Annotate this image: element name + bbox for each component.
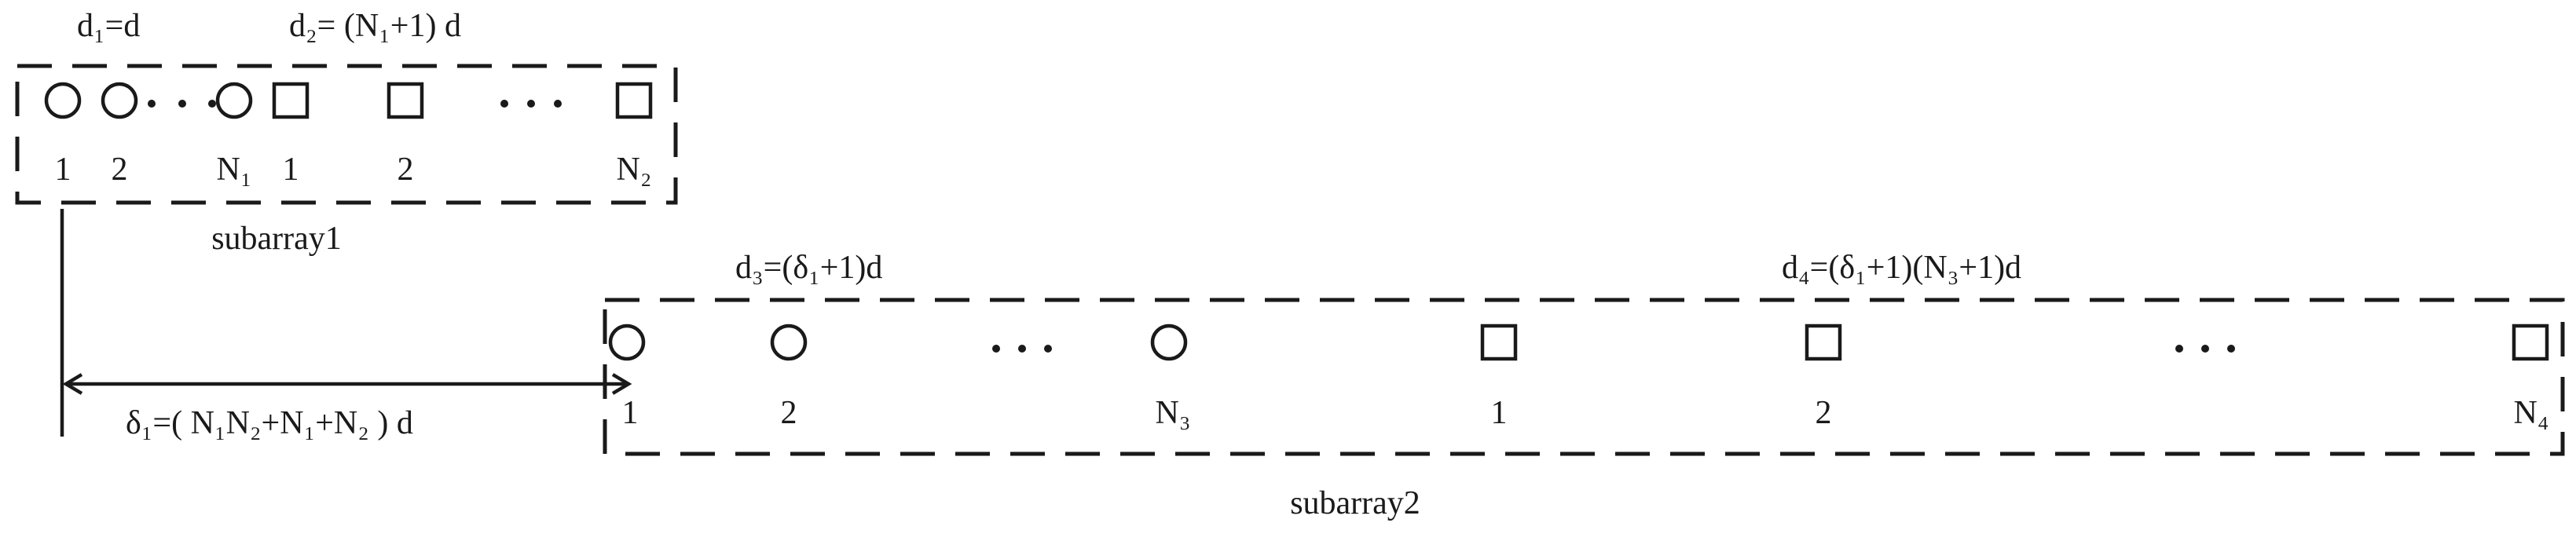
ellipsis-dot xyxy=(178,100,186,108)
circle-element-icon xyxy=(608,324,646,361)
ellipsis-dot xyxy=(500,100,508,108)
subarray1-square-label: N₂ xyxy=(617,152,652,188)
subarray1-circle-label: N₁ xyxy=(217,152,252,188)
ellipsis-dot xyxy=(148,100,156,108)
ellipsis-dot xyxy=(527,100,535,108)
circle-element-icon xyxy=(44,82,82,119)
delta1-label: δ₁=( N₁N₂+N₁+N₂ ) d xyxy=(126,405,413,441)
circle-element-icon xyxy=(1150,324,1188,361)
square-element-icon xyxy=(2512,324,2549,361)
ellipsis-dot xyxy=(1044,345,1052,353)
ellipsis-dot xyxy=(208,100,216,108)
subarray2-dashed-box xyxy=(603,298,2565,456)
ellipsis-dot xyxy=(2201,345,2209,353)
subarray1-square-label: 1 xyxy=(283,152,299,188)
subarray2-square-label: 1 xyxy=(1491,395,1508,431)
subarray2-square-label: N₄ xyxy=(2514,395,2549,431)
square-element-icon xyxy=(1805,324,1842,361)
offset-arrow-left-head xyxy=(62,373,83,395)
subarray1-circle-label: 1 xyxy=(55,152,71,188)
subarray1-group: 1 2 N₁ 1 2 N₂ d₁=d d₂= (N₁+1) d subarray… xyxy=(15,8,678,257)
offset-indicator: δ₁=( N₁N₂+N₁+N₂ ) d xyxy=(60,209,632,441)
circle-element-icon xyxy=(770,324,808,361)
subarray2-circle-label: 1 xyxy=(622,395,639,431)
circle-element-icon xyxy=(215,82,253,119)
ellipsis-dot xyxy=(554,100,562,108)
circle-element-icon xyxy=(101,82,138,119)
ellipsis-dot xyxy=(1018,345,1026,353)
subarray2-group: 1 2 N₃ 1 2 N₄ d₃=(δ₁+1)d d₄=(δ₁+1)(N₃+1)… xyxy=(603,250,2565,521)
subarray2-name: subarray2 xyxy=(1290,485,1420,521)
ellipsis-dot xyxy=(992,345,1000,353)
d2-label: d₂= (N₁+1) d xyxy=(289,8,461,44)
ellipsis-dot xyxy=(2227,345,2235,353)
subarray1-square-label: 2 xyxy=(398,152,414,188)
square-element-icon xyxy=(1480,324,1518,361)
ellipsis-dot xyxy=(2175,345,2183,353)
subarray2-square-label: 2 xyxy=(1816,395,1832,431)
square-element-icon xyxy=(272,82,310,119)
subarray2-circle-label: 2 xyxy=(781,395,797,431)
d3-label: d₃=(δ₁+1)d xyxy=(735,250,882,286)
subarray2-circle-label: N₃ xyxy=(1156,395,1191,431)
subarray1-name: subarray1 xyxy=(211,221,342,257)
offset-arrow-right-head xyxy=(611,373,632,395)
d1-label: d₁=d xyxy=(77,8,140,44)
d4-label: d₄=(δ₁+1)(N₃+1)d xyxy=(1782,250,2021,286)
square-element-icon xyxy=(615,82,653,119)
subarray1-circle-label: 2 xyxy=(112,152,128,188)
square-element-icon xyxy=(387,82,424,119)
subarray1-dashed-box xyxy=(15,64,678,205)
